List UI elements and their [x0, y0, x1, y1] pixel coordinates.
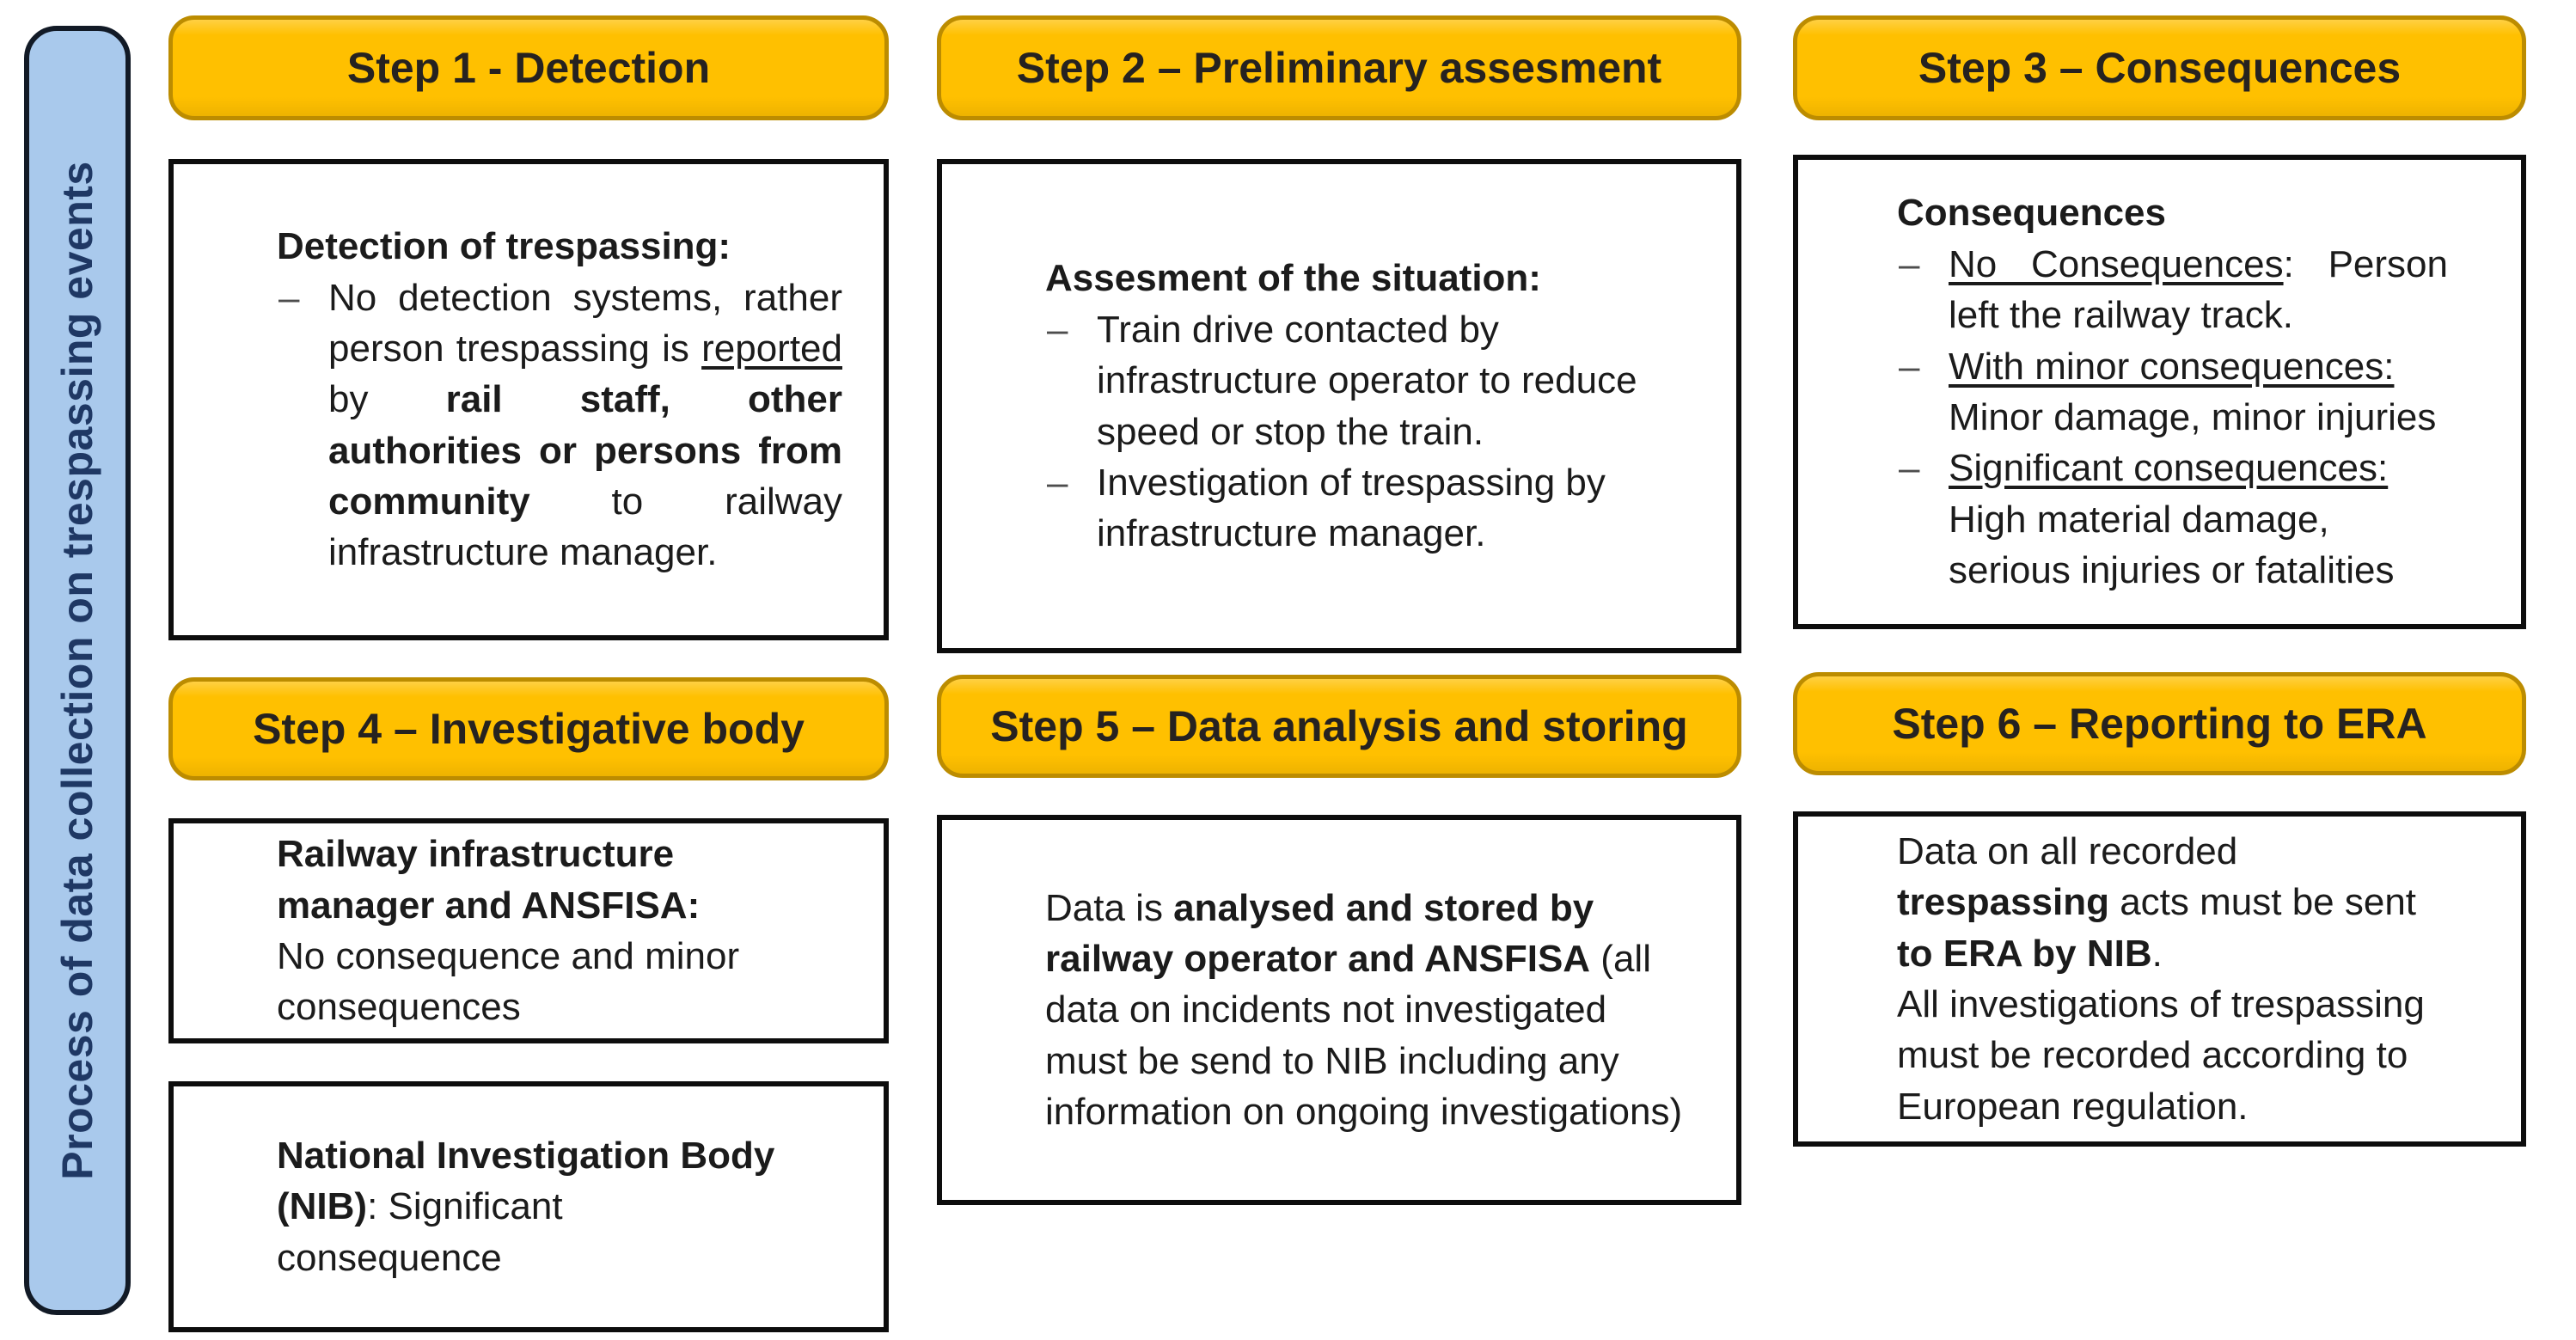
step2-content-box: Assesment of the situation: – Train driv… — [937, 159, 1741, 653]
emphasis-text: National Investigation Body (NIB) — [277, 1134, 775, 1228]
emphasis-text: Significant consequences: — [1949, 447, 2389, 490]
text-run: acts must be sent — [2108, 881, 2417, 924]
text-run: : Person left the railway track. — [1949, 242, 2448, 337]
step3-heading: Consequences — [1897, 192, 2166, 235]
step1-content-box: Detection of trespassing: – No detection… — [168, 159, 889, 640]
step2-heading: Assesment of the situation: — [1045, 257, 1541, 300]
step2-header: Step 2 – Preliminary assesment — [937, 15, 1741, 120]
bullet-text: Investigation of trespassing by infrastr… — [1097, 462, 1606, 554]
step4-content-box-1: Railway infrastructure manager and ANSFI… — [168, 818, 889, 1043]
emphasis-text: reported — [701, 327, 842, 370]
emphasis-text: rail staff, other authorities or persons… — [328, 378, 842, 523]
bullet-item: – With minor consequences: Minor damage, … — [1897, 341, 2448, 444]
sidebar-title: Process of data collection on trespassin… — [53, 161, 101, 1180]
step6-header: Step 6 – Reporting to ERA — [1793, 672, 2526, 775]
text-run: to railway infrastructure manager. — [328, 480, 842, 574]
emphasis-text: Railway infrastructure manager and ANSFI… — [277, 833, 701, 927]
bullet-text: Significant consequences: High material … — [1949, 447, 2394, 591]
bullet-text: No detection systems, rather person tres… — [328, 277, 842, 574]
text-run: No detection systems, rather person tres… — [328, 276, 842, 370]
text-run: consequence — [277, 1236, 502, 1279]
step5-content-box: Data is analysed and stored by railway o… — [937, 815, 1741, 1205]
text-run: High material damage, serious injuries o… — [1949, 498, 2395, 592]
bullet-text: With minor consequences: Minor damage, mi… — [1949, 346, 2436, 438]
step4-content-box-2: National Investigation Body (NIB): Signi… — [168, 1081, 889, 1332]
text-run: Data is — [1045, 886, 1174, 929]
bullet-dash: – — [1899, 345, 1920, 388]
paragraph: Railway infrastructure manager and ANSFI… — [277, 829, 832, 1033]
bullet-dash: – — [1047, 308, 1068, 351]
text-run: All investigations of trespassing must b… — [1897, 983, 2425, 1128]
bullet-item: – No detection systems, rather person tr… — [277, 272, 842, 578]
bullet-dash: – — [278, 276, 300, 319]
text-run: Investigation of trespassing by infrastr… — [1097, 461, 1606, 555]
emphasis-text: With minor consequences: — [1949, 345, 2395, 388]
bullet-item: – Significant consequences: High materia… — [1897, 443, 2448, 596]
process-sidebar: Process of data collection on trespassin… — [24, 26, 131, 1315]
step5-header: Step 5 – Data analysis and storing — [937, 675, 1741, 778]
text-run: . — [2151, 932, 2163, 975]
step3-content-box: Consequences – No Consequences: Person l… — [1793, 155, 2526, 629]
step1-header: Step 1 - Detection — [168, 15, 889, 120]
bullet-dash: – — [1899, 447, 1920, 490]
bullet-item: – No Consequences: Person left the railw… — [1897, 239, 2448, 341]
emphasis-text: No Consequences — [1949, 242, 2284, 285]
step6-content-box: Data on all recorded trespassing acts mu… — [1793, 811, 2526, 1147]
text-run: Train drive contacted by infrastructure … — [1097, 308, 1637, 453]
bullet-item: – Train drive contacted by infrastructur… — [1045, 304, 1693, 457]
bullet-text: No Consequences: Person left the railway… — [1949, 243, 2448, 336]
step1-heading: Detection of trespassing: — [277, 225, 731, 268]
bullet-text: Train drive contacted by infrastructure … — [1097, 309, 1637, 453]
step4-header: Step 4 – Investigative body — [168, 677, 889, 780]
bullet-item: – Investigation of trespassing by infras… — [1045, 457, 1693, 560]
text-run: (all data on incidents not investigated … — [1045, 937, 1683, 1134]
bullet-dash: – — [1047, 461, 1068, 504]
paragraph: National Investigation Body (NIB): Signi… — [277, 1130, 832, 1283]
paragraph: Data on all recorded trespassing acts mu… — [1897, 826, 2457, 1132]
emphasis-text: trespassing — [1897, 881, 2109, 924]
text-run: : Significant — [367, 1185, 563, 1228]
text-run: by — [328, 378, 446, 421]
paragraph: Data is analysed and stored by railway o… — [1045, 883, 1685, 1138]
emphasis-text: analysed and stored by railway operator … — [1045, 886, 1594, 980]
text-run: Minor damage, minor injuries — [1949, 396, 2437, 438]
bullet-dash: – — [1899, 242, 1920, 285]
step3-header: Step 3 – Consequences — [1793, 15, 2526, 120]
text-run: Data on all recorded — [1897, 829, 2238, 872]
text-run: No consequence and minor consequences — [277, 935, 740, 1029]
emphasis-text: to ERA by NIB — [1897, 932, 2152, 975]
